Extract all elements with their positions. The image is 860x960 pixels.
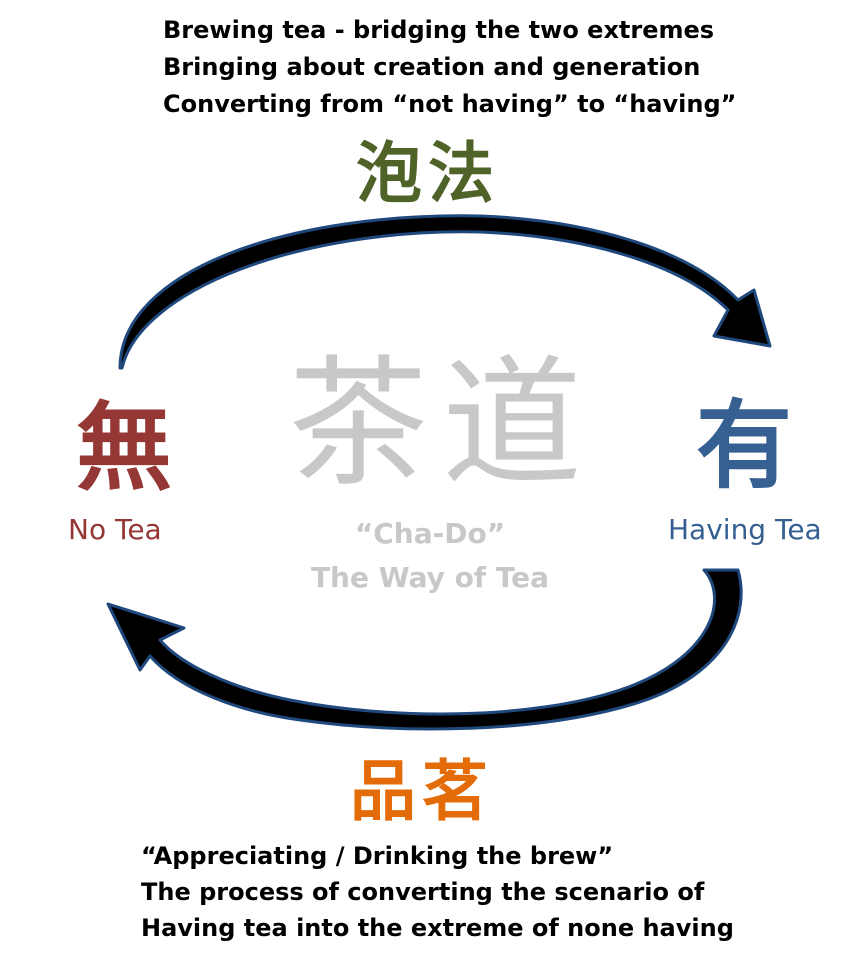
brewing-caption-line: Brewing tea - bridging the two extremes — [163, 16, 715, 44]
chado-cjk: 茶道 — [288, 343, 597, 506]
having-cjk: 有 — [696, 389, 792, 502]
way-of-tea-label: The Way of Tea — [310, 561, 550, 594]
no-tea-label: No Tea — [68, 513, 162, 546]
having-tea-label: Having Tea — [668, 513, 822, 546]
brewing-caption-line: Converting from “not having” to “having” — [163, 90, 737, 118]
nothing-cjk: 無 — [76, 391, 172, 504]
drinking-caption: “Appreciating / Drinking the brew” The p… — [141, 838, 841, 946]
drinking-caption-line: The process of converting the scenario o… — [141, 878, 705, 906]
bottom-curved-arrow-icon — [106, 568, 743, 731]
drinking-caption-line: Having tea into the extreme of none havi… — [141, 914, 734, 942]
brewing-caption: Brewing tea - bridging the two extremes … — [163, 12, 823, 123]
brewing-caption-line: Bringing about creation and generation — [163, 53, 701, 81]
drinking-caption-line: “Appreciating / Drinking the brew” — [141, 842, 614, 870]
drinking-title-cjk: 品茗 — [350, 752, 494, 830]
brewing-title-cjk: 泡法 — [356, 134, 500, 212]
top-curved-arrow-icon — [118, 214, 772, 370]
cha-do-label: “Cha-Do” — [354, 517, 506, 550]
